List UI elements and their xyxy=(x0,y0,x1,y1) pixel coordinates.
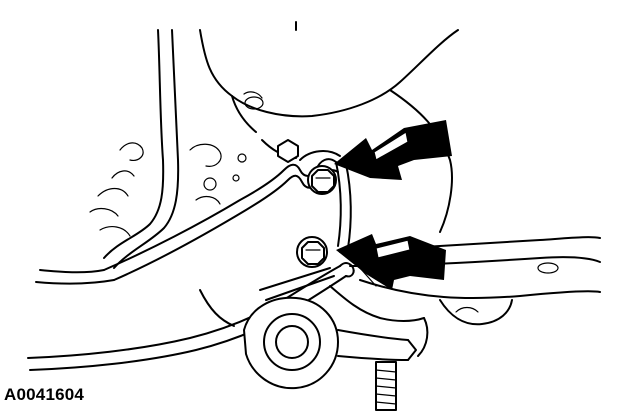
subframe-lower xyxy=(199,285,429,357)
figure-id-label: A0041604 xyxy=(4,385,85,404)
bushing xyxy=(243,296,417,390)
threaded-stud xyxy=(375,361,397,411)
upper-bracket xyxy=(261,139,341,163)
lower-line-bracket xyxy=(27,262,355,371)
upper-housing xyxy=(199,21,459,233)
background-detail xyxy=(89,142,247,237)
arrow-lower xyxy=(336,234,446,290)
upper-bolt xyxy=(307,165,337,195)
lower-bolt xyxy=(296,236,328,268)
frame-rails xyxy=(35,29,180,285)
arrow-upper xyxy=(334,120,452,180)
